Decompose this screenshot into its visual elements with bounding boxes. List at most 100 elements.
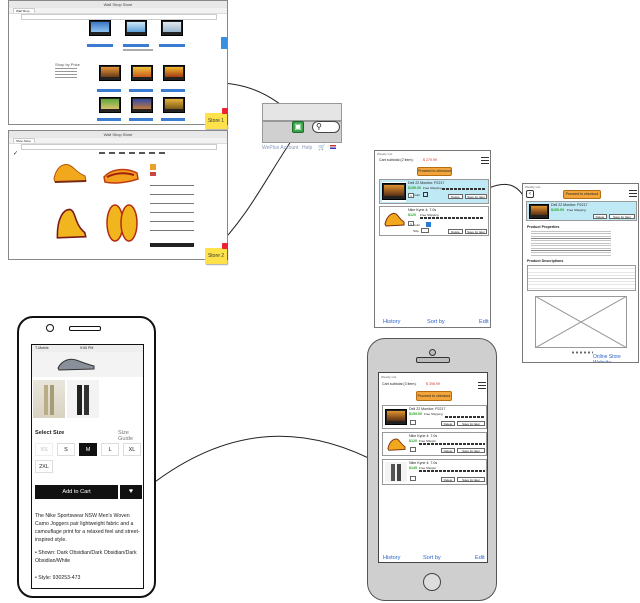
save-for-later-button[interactable]: Save for later bbox=[609, 214, 635, 219]
checkbox-icon[interactable] bbox=[426, 222, 431, 227]
shoe-image[interactable] bbox=[101, 201, 141, 245]
buy-button[interactable] bbox=[97, 118, 121, 121]
carousel-dots[interactable] bbox=[571, 351, 593, 354]
product-image[interactable] bbox=[125, 20, 147, 36]
checkout-button[interactable]: Proceed to checkout bbox=[417, 167, 452, 176]
edit-link[interactable]: Edit bbox=[475, 555, 485, 561]
qty-select[interactable]: 1 bbox=[408, 193, 414, 198]
delete-button[interactable]: Delete bbox=[441, 421, 455, 426]
qty-select[interactable] bbox=[410, 447, 416, 452]
back-arrow-icon[interactable]: ‹ bbox=[526, 190, 534, 198]
size-xs-button[interactable]: XS bbox=[35, 443, 53, 456]
save-for-later-button[interactable]: Save for later bbox=[457, 477, 485, 482]
store1-tab[interactable]: Wall Shop bbox=[13, 8, 35, 13]
buy-button[interactable] bbox=[87, 44, 113, 47]
delete-button[interactable]: Delete bbox=[441, 477, 455, 482]
save-for-later-button[interactable]: Save for later bbox=[457, 448, 485, 453]
buy-button[interactable] bbox=[97, 89, 121, 92]
account-link[interactable]: WePlus Account bbox=[262, 145, 299, 151]
buy-button[interactable] bbox=[129, 118, 153, 121]
favorite-heart-icon[interactable]: ♥ bbox=[120, 485, 142, 499]
cart-total: $ 279.99 bbox=[423, 158, 437, 162]
extension-icon[interactable]: ▣ bbox=[292, 121, 304, 133]
pants-thumbnail[interactable] bbox=[67, 380, 99, 418]
product-image[interactable] bbox=[131, 97, 153, 113]
pants-thumbnail[interactable] bbox=[33, 380, 65, 418]
buy-button[interactable] bbox=[161, 118, 185, 121]
cart-item[interactable]: Nike Kyrie 4: 7.0s $120 Free Shippin Del… bbox=[382, 432, 487, 456]
size-l-button[interactable]: L bbox=[101, 443, 119, 456]
store2-url-bar[interactable] bbox=[21, 144, 217, 150]
buy-button[interactable] bbox=[129, 89, 153, 92]
history-link[interactable]: History bbox=[383, 555, 401, 561]
save-for-later-button[interactable]: Save for later bbox=[465, 229, 487, 234]
product-thumb[interactable] bbox=[150, 164, 156, 170]
online-store-link[interactable]: Online Store Website bbox=[593, 354, 621, 363]
delete-button[interactable]: Delete bbox=[448, 229, 463, 234]
size-s-button[interactable]: S bbox=[57, 443, 75, 456]
add-to-cart-button[interactable]: Add to Cart bbox=[35, 485, 118, 499]
sortby-link[interactable]: Sort by bbox=[423, 555, 441, 561]
color-swatch[interactable] bbox=[423, 192, 428, 197]
pants-leg-right bbox=[84, 385, 89, 415]
cart-item[interactable]: Dell 22 Monitor: P2217 $159.00 Free Ship… bbox=[379, 179, 489, 204]
cart-item[interactable]: Nike Kyrie 4: 7.0s $120 Free Shipping Co… bbox=[379, 206, 489, 236]
store2-tab[interactable]: Shoe Store bbox=[13, 138, 35, 143]
product-image[interactable] bbox=[163, 65, 185, 81]
sortby-link[interactable]: Sort by bbox=[427, 319, 445, 325]
menu-icon[interactable] bbox=[629, 190, 637, 197]
item-title[interactable]: Nike Kyrie 4: 7.0s bbox=[409, 434, 438, 438]
edit-link[interactable]: Edit bbox=[479, 319, 489, 325]
search-pill[interactable]: ⚲ bbox=[312, 121, 340, 133]
history-link[interactable]: History bbox=[383, 319, 401, 325]
product-image[interactable] bbox=[99, 97, 121, 113]
price-filter-list[interactable] bbox=[55, 68, 77, 78]
product-image[interactable] bbox=[89, 20, 111, 36]
cart-item[interactable]: Nike Kyrie 4: 7.0s $149 Free Shippin Del… bbox=[382, 459, 487, 485]
product-thumb[interactable] bbox=[150, 172, 156, 176]
help-link[interactable]: Help bbox=[302, 145, 313, 151]
speaker-grille bbox=[69, 326, 101, 331]
shoe-image[interactable] bbox=[49, 203, 91, 241]
add-to-cart-button[interactable] bbox=[150, 243, 194, 247]
product-image[interactable] bbox=[161, 20, 183, 36]
menu-icon[interactable] bbox=[481, 157, 489, 164]
store1-side-tab[interactable] bbox=[221, 37, 227, 49]
delete-button[interactable]: Delete bbox=[593, 214, 607, 219]
qty-select[interactable]: 1 bbox=[408, 221, 414, 226]
product-image[interactable] bbox=[99, 65, 121, 81]
flag-icon[interactable] bbox=[330, 145, 336, 149]
product-image[interactable] bbox=[163, 97, 185, 113]
save-for-later-button[interactable]: Save for later bbox=[457, 421, 485, 426]
shoe-image[interactable] bbox=[49, 159, 89, 187]
cart-icon[interactable]: 🛒 bbox=[318, 145, 326, 151]
item-notes bbox=[419, 470, 485, 472]
save-for-later-button[interactable]: Save for later bbox=[465, 194, 487, 199]
shoe-image[interactable] bbox=[101, 161, 141, 189]
size-xl-button[interactable]: XL bbox=[123, 443, 141, 456]
size-grid[interactable] bbox=[150, 181, 194, 237]
buy-button[interactable] bbox=[159, 44, 185, 47]
cart-item[interactable]: Dell 22 Monitor: P2217 $159.00 Free Ship… bbox=[382, 405, 487, 429]
qty-select[interactable] bbox=[410, 420, 416, 425]
item-title[interactable]: Dell 22 Monitor: P2217 bbox=[409, 407, 446, 411]
buy-button[interactable] bbox=[161, 89, 185, 92]
buy-button[interactable] bbox=[123, 44, 149, 47]
checkout-button[interactable]: Proceed to checkout bbox=[416, 391, 452, 401]
size-select[interactable] bbox=[421, 228, 429, 233]
item-title[interactable]: Dell 22 Monitor: P2217 bbox=[408, 181, 445, 185]
store1-url-bar[interactable] bbox=[21, 14, 217, 20]
qty-select[interactable] bbox=[410, 476, 416, 481]
delete-button[interactable]: Delete bbox=[448, 194, 463, 199]
store2-nav-menu[interactable] bbox=[99, 152, 169, 154]
menu-icon[interactable] bbox=[478, 382, 486, 389]
item-title[interactable]: Nike Kyrie 4: 7.0s bbox=[408, 208, 437, 212]
size-guide-link[interactable]: Size Guide bbox=[118, 430, 133, 442]
home-button[interactable] bbox=[423, 573, 441, 591]
item-title[interactable]: Nike Kyrie 4: 7.0s bbox=[409, 461, 438, 465]
delete-button[interactable]: Delete bbox=[441, 448, 455, 453]
product-image[interactable] bbox=[131, 65, 153, 81]
size-2xl-button[interactable]: 2XL bbox=[35, 460, 53, 473]
checkout-button[interactable]: Proceed to checkout bbox=[563, 190, 601, 199]
size-m-button[interactable]: M bbox=[79, 443, 97, 456]
